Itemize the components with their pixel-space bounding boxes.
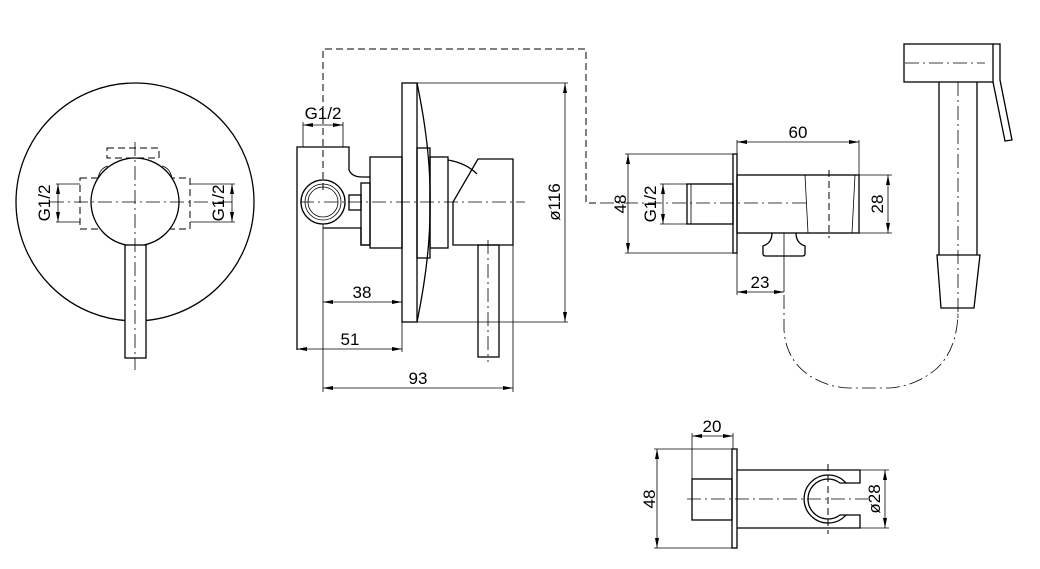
- spray-head: [903, 43, 994, 83]
- inlet-right-label: G1/2: [209, 185, 228, 222]
- length-60-label: 60: [789, 123, 808, 142]
- inlet-top-label: G1/2: [305, 104, 342, 123]
- holder-arm: [737, 469, 861, 529]
- depth-51-label: 51: [341, 330, 360, 349]
- cartridge-block: [369, 156, 403, 249]
- thread-label: G1/2: [641, 186, 660, 223]
- holder-clamp: [803, 474, 848, 524]
- plate-diameter-label: ø116: [545, 183, 564, 221]
- lever: [477, 244, 500, 358]
- outlet-elbow-view: 48 G1/2 60 28 23: [600, 123, 892, 295]
- wall-plate: [401, 82, 418, 323]
- holder-flange-height-label: 48: [640, 490, 659, 509]
- shower-handle: [938, 82, 978, 255]
- depth-38-label: 38: [353, 283, 372, 302]
- thread-length-label: 20: [703, 417, 722, 436]
- depth-93-label: 93: [409, 369, 428, 388]
- lever-handle: [124, 244, 147, 359]
- front-view: G1/2 G1/2: [15, 82, 255, 370]
- hand-shower: [903, 43, 1013, 318]
- elbow-body: [736, 174, 860, 234]
- trigger-lever: [992, 43, 1013, 142]
- flange-height-label: 48: [611, 195, 630, 214]
- clamp-diameter-label: ø28: [865, 484, 884, 513]
- valve-offset-label: 23: [751, 273, 770, 292]
- valve-body-hidden-top: [106, 147, 160, 159]
- holder-view: 48 20 ø28: [640, 417, 889, 549]
- hose-centerline: [783, 295, 959, 389]
- thread: [686, 183, 734, 225]
- connection-line: [322, 48, 600, 204]
- valve-body: [296, 146, 370, 350]
- inlet-left-label: G1/2: [35, 185, 54, 222]
- side-view: ø116 G1/2 38 51 93: [296, 82, 568, 392]
- body-height-label: 28: [868, 195, 887, 214]
- hose-cone: [936, 254, 981, 309]
